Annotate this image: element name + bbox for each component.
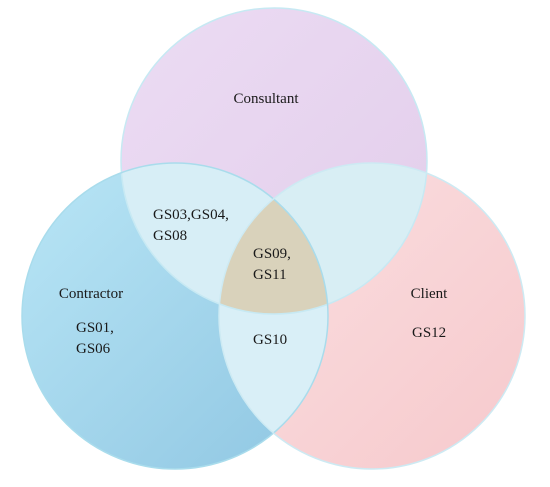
outline-client: [218, 162, 526, 470]
overlap-all-three: [219, 163, 328, 314]
region-client-only: GS12: [412, 325, 446, 341]
outline-consultant: [120, 7, 428, 315]
set-label-contractor: Contractor: [59, 286, 123, 302]
region-consultant-contractor-line2: GS08: [153, 228, 187, 244]
region-all-three-line2: GS11: [253, 267, 287, 283]
set-label-consultant: Consultant: [233, 91, 299, 107]
region-contractor-only-line2: GS06: [76, 341, 111, 357]
region-contractor-client: GS10: [253, 332, 287, 348]
region-all-three-line1: GS09,: [253, 246, 291, 262]
region-consultant-contractor-line1: GS03,GS04,: [153, 207, 229, 223]
outline-contractor: [21, 162, 329, 470]
set-label-client: Client: [411, 286, 448, 302]
region-contractor-only-line1: GS01,: [76, 320, 114, 336]
